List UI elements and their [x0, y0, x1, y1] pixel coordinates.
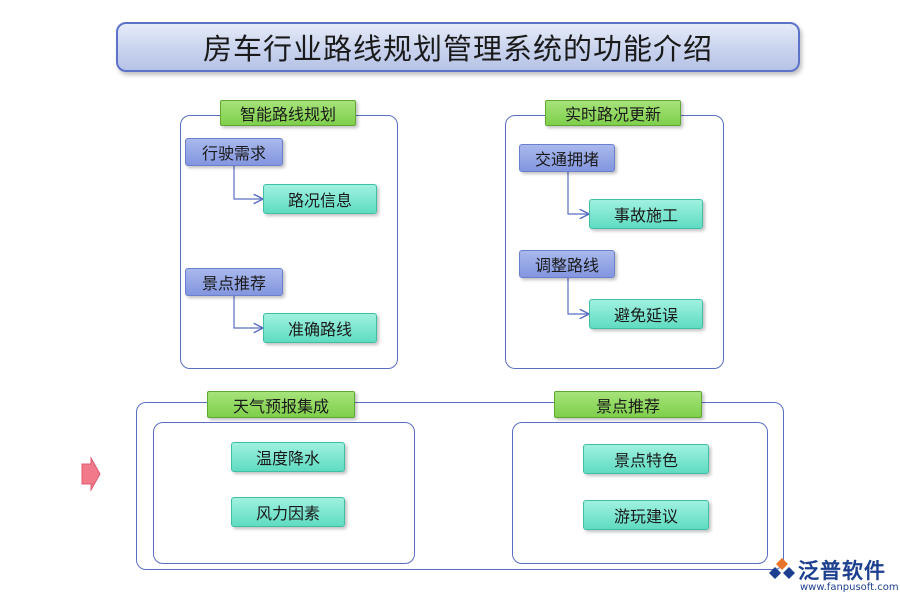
tag-realtime-traffic: 实时路况更新 [545, 100, 681, 126]
connector-driving-to-road [233, 166, 262, 199]
brand-logo: 泛普软件 www.fanpusoft.com [768, 555, 899, 595]
tag-weather: 天气预报集成 [207, 391, 355, 418]
node-accurate-route[interactable]: 准确路线 [263, 313, 377, 343]
node-avoid-delay[interactable]: 避免延误 [589, 299, 703, 329]
tag-attractions: 景点推荐 [554, 391, 702, 418]
node-scenic-recommend[interactable]: 景点推荐 [185, 268, 283, 296]
node-adjust-route[interactable]: 调整路线 [519, 250, 615, 278]
page-title: 房车行业路线规划管理系统的功能介绍 [116, 22, 800, 72]
connector-adjust-to-avoid [567, 278, 588, 314]
node-road-info[interactable]: 路况信息 [263, 184, 377, 214]
logo-name: 泛普软件 [798, 559, 886, 583]
node-accident-construction[interactable]: 事故施工 [589, 199, 703, 229]
logo-url: www.fanpusoft.com [800, 582, 899, 593]
node-traffic-jam[interactable]: 交通拥堵 [519, 144, 615, 172]
tag-smart-route: 智能路线规划 [220, 100, 356, 126]
panel-attractions [512, 422, 768, 564]
connector-scenic-to-accurate [233, 296, 262, 328]
panel-weather [153, 422, 415, 564]
connector-traffic-to-accident [567, 172, 588, 214]
node-temp-precip[interactable]: 温度降水 [231, 442, 345, 472]
fanpu-logo-icon [769, 558, 795, 579]
node-driving-demand[interactable]: 行驶需求 [185, 138, 283, 166]
pink-arrow-icon [81, 456, 101, 492]
node-attraction-feature[interactable]: 景点特色 [583, 444, 709, 474]
node-play-suggestion[interactable]: 游玩建议 [583, 500, 709, 530]
panel-bottom-outer [136, 402, 784, 570]
node-wind-factor[interactable]: 风力因素 [231, 497, 345, 527]
